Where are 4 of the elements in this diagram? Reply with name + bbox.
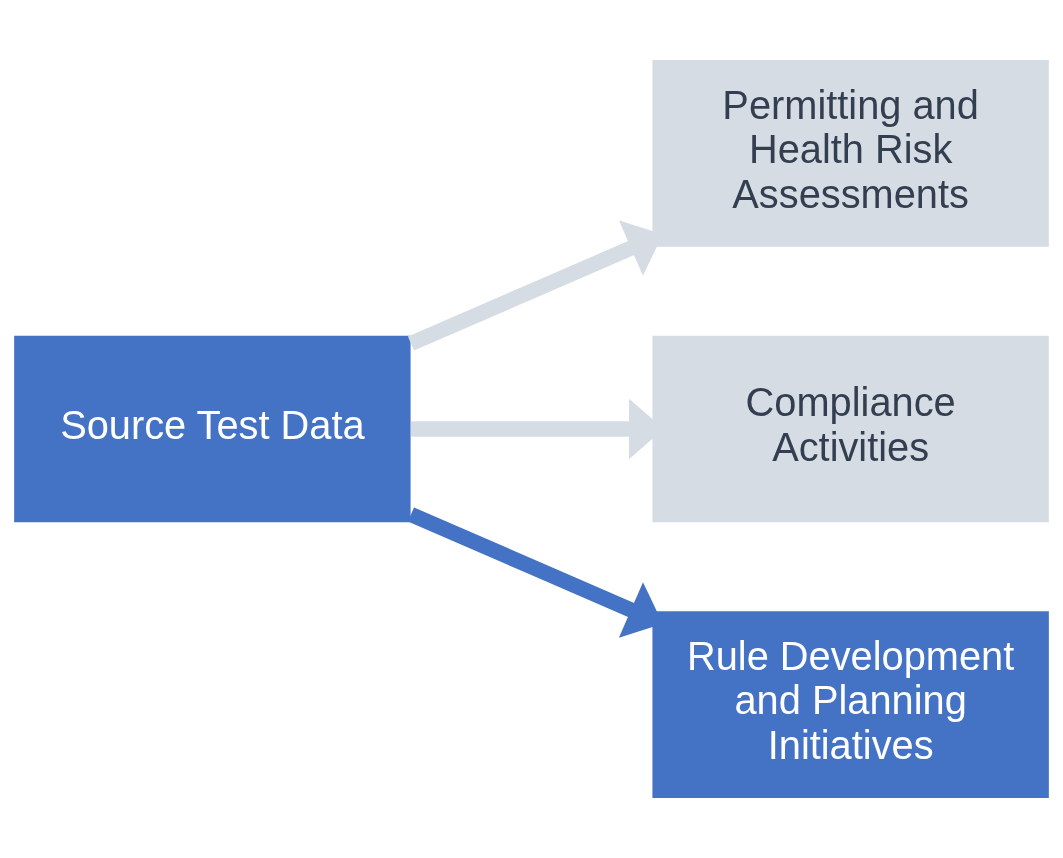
node-box: Compliance Activities	[652, 335, 1049, 523]
node-box: Source Test Data	[14, 335, 411, 523]
node-box: Rule Development and Planning Initiatives	[652, 611, 1049, 798]
node-box: Permitting and Health Risk Assessments	[652, 60, 1049, 247]
